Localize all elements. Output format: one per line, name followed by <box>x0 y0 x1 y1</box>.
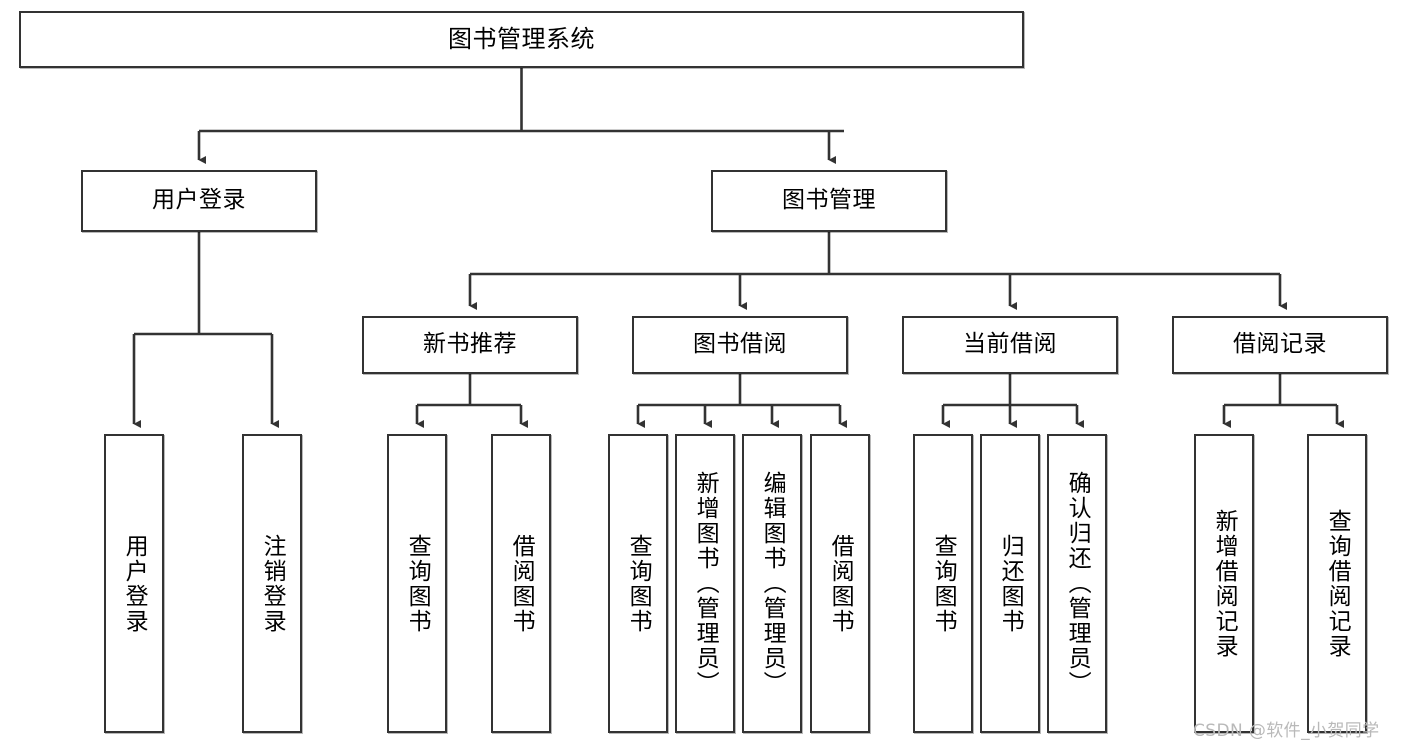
leaf-borrow-book-recommend[interactable]: 借阅图书 <box>491 434 551 733</box>
node-label: 归还图书 <box>997 533 1024 634</box>
node-label: 用户登录 <box>152 187 246 214</box>
leaf-add-borrow-record[interactable]: 新增借阅记录 <box>1194 434 1254 733</box>
node-label: 图书借阅 <box>693 331 787 358</box>
node-label: 新增借阅记录 <box>1211 508 1238 659</box>
node-label: 新增图书（管理员） <box>692 471 719 696</box>
node-label: 借阅记录 <box>1233 331 1327 358</box>
node-label: 确认归还（管理员） <box>1064 471 1091 696</box>
node-label: 新书推荐 <box>423 331 517 358</box>
node-book-borrow[interactable]: 图书借阅 <box>632 316 848 374</box>
leaf-logout-login[interactable]: 注销登录 <box>242 434 302 733</box>
node-label: 注销登录 <box>259 533 286 634</box>
node-label: 查询图书 <box>930 533 957 634</box>
leaf-confirm-return-admin[interactable]: 确认归还（管理员） <box>1047 434 1107 733</box>
node-book-management[interactable]: 图书管理 <box>711 170 947 232</box>
leaf-edit-book-admin[interactable]: 编辑图书（管理员） <box>742 434 802 733</box>
node-label: 图书管理系统 <box>448 25 595 54</box>
node-label: 借阅图书 <box>827 533 854 634</box>
leaf-user-login[interactable]: 用户登录 <box>104 434 164 733</box>
node-root-book-management-system[interactable]: 图书管理系统 <box>19 11 1024 68</box>
node-label: 图书管理 <box>782 187 876 214</box>
leaf-return-book[interactable]: 归还图书 <box>980 434 1040 733</box>
node-current-borrow[interactable]: 当前借阅 <box>902 316 1118 374</box>
node-label: 借阅图书 <box>508 533 535 634</box>
node-label: 用户登录 <box>121 533 148 634</box>
leaf-query-book-current[interactable]: 查询图书 <box>913 434 973 733</box>
node-new-book-recommend[interactable]: 新书推荐 <box>362 316 578 374</box>
node-label: 查询图书 <box>625 533 652 634</box>
node-label: 查询图书 <box>404 533 431 634</box>
node-borrow-record[interactable]: 借阅记录 <box>1172 316 1388 374</box>
node-label: 当前借阅 <box>963 331 1057 358</box>
leaf-add-book-admin[interactable]: 新增图书（管理员） <box>675 434 735 733</box>
node-label: 编辑图书（管理员） <box>759 471 786 696</box>
leaf-borrow-book-borrow[interactable]: 借阅图书 <box>810 434 870 733</box>
csdn-watermark: CSDN @软件_小贺同学 <box>1193 721 1380 741</box>
leaf-query-book-recommend[interactable]: 查询图书 <box>387 434 447 733</box>
leaf-query-book-borrow[interactable]: 查询图书 <box>608 434 668 733</box>
leaf-query-borrow-record[interactable]: 查询借阅记录 <box>1307 434 1367 733</box>
node-user-login[interactable]: 用户登录 <box>81 170 317 232</box>
node-label: 查询借阅记录 <box>1324 508 1351 659</box>
